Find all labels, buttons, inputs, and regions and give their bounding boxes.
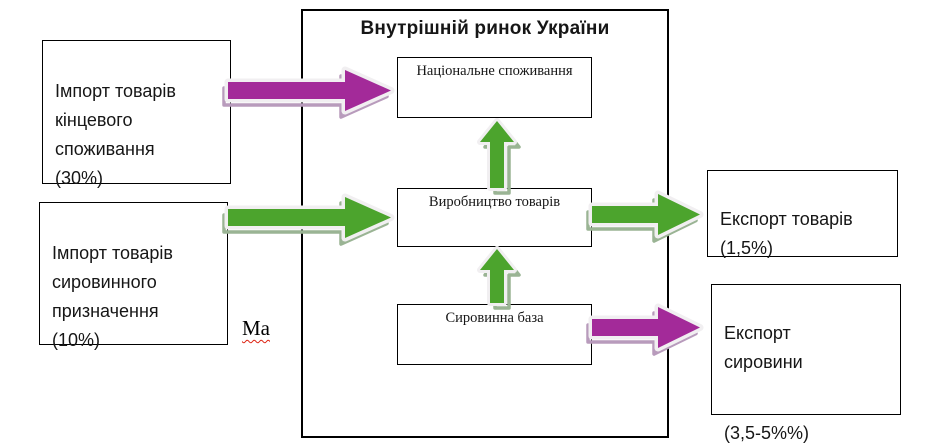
import-final-goods-label: Імпорт товарів кінцевого споживання (30%… <box>55 81 176 188</box>
node-national-consumption: Національне споживання <box>397 57 592 118</box>
export-raw-materials-label: Експорт сировини <box>724 323 803 372</box>
node-goods-production: Виробництво товарів <box>397 188 592 247</box>
import-final-goods-box: Імпорт товарів кінцевого споживання (30%… <box>42 40 231 188</box>
node-raw-material-base: Сировинна база <box>397 304 592 365</box>
arrow-production-to-consumption-icon <box>477 118 521 195</box>
export-raw-materials-box: Експорт сировини (3,5-5%%) <box>711 284 901 443</box>
node-goods-production-label: Виробництво товарів <box>428 194 561 210</box>
export-raw-materials-percent: (3,5-5%%) <box>724 423 810 443</box>
import-raw-materials-box: Імпорт товарів сировинного призначення (… <box>39 202 228 350</box>
arrow-import-raw-materials-icon <box>222 193 395 246</box>
arrow-export-goods-icon <box>586 190 704 243</box>
stray-text-note: Ма <box>242 316 270 340</box>
node-national-consumption-label: Національне споживання <box>416 63 573 79</box>
node-raw-material-base-label: Сировинна база <box>445 310 544 326</box>
arrow-raw-base-to-production-icon <box>477 246 521 310</box>
export-goods-box: Експорт товарів (1,5%) <box>707 170 898 258</box>
import-raw-materials-label: Імпорт товарів сировинного призначення (… <box>52 243 173 350</box>
arrow-import-final-goods-icon <box>222 66 395 119</box>
export-goods-label: Експорт товарів (1,5%) <box>720 209 853 258</box>
internal-market-title: Внутрішній ринок України <box>360 18 610 39</box>
arrow-export-raw-materials-icon <box>586 303 704 356</box>
